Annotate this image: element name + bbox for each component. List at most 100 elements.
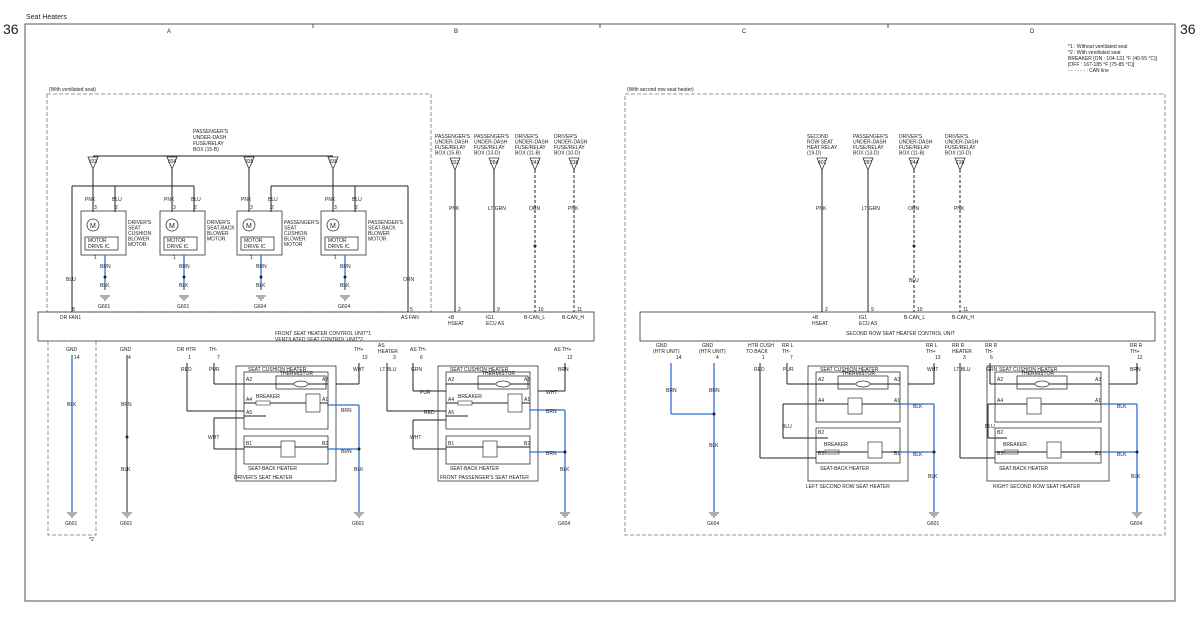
unit-pin-label: +B (812, 315, 819, 321)
unit-pin-label: +B (448, 315, 455, 321)
svg-text:RR R: RR R (952, 343, 965, 349)
ground-label: G604 (558, 521, 570, 527)
label: 3 (250, 205, 253, 211)
label: B2 (997, 430, 1003, 436)
unit-pin-label: B-CAN_H (952, 315, 974, 321)
blower-motor-name: BLOWER (368, 231, 390, 237)
svg-text:(HTR UNIT): (HTR UNIT) (699, 349, 726, 355)
svg-text:GND: GND (66, 347, 78, 353)
label: 2 (194, 205, 197, 211)
heating-element (847, 397, 863, 415)
svg-text:RR L: RR L (782, 343, 794, 349)
label: BRN (100, 264, 111, 270)
front-seat-heater-control-unit (37, 311, 595, 342)
seat-cushion-heater (994, 371, 1102, 423)
fuse-box-label: DRIVER'S (515, 134, 539, 140)
label: BLK (1117, 404, 1127, 410)
svg-text:BRN: BRN (121, 402, 132, 408)
label: A1 (524, 397, 530, 403)
thermistor-label: THERMISTOR (842, 371, 875, 377)
label: DRIVE IC (167, 244, 189, 250)
unit-pin-label: ECU AS (859, 321, 878, 327)
fuse-box-label: UNDER-DASH (515, 140, 549, 146)
unit-pin-label: HSEAT (448, 321, 464, 327)
svg-text:3: 3 (393, 355, 396, 361)
grid-d: D (1030, 29, 1035, 35)
legend-line-1: *1 : Without ventilated seat (1068, 44, 1128, 50)
label: 2 (355, 205, 358, 211)
breaker-label: BREAKER (1003, 442, 1027, 448)
legend: *1 : Without ventilated seat *2 : With v… (1068, 44, 1158, 74)
heating-element (507, 393, 523, 413)
unit-pin-label: DR FAN1 (60, 315, 81, 321)
fuse-number: 238 (570, 160, 579, 166)
label: BLK (913, 452, 923, 458)
thermistor-label: THERMISTOR (482, 371, 515, 377)
fuse-box-label: DRIVER'S (945, 134, 969, 140)
seat-back-heater (445, 435, 531, 465)
svg-text:HEATER: HEATER (378, 349, 398, 355)
heater-label: SEAT CUSHION HEATER (248, 367, 307, 373)
thermistor-icon (1034, 380, 1050, 388)
fuse-symbol (816, 157, 828, 172)
svg-text:12: 12 (567, 355, 573, 361)
blower-motor-name: BLOWER (128, 237, 150, 243)
fuse-symbol (862, 157, 874, 172)
splice (357, 447, 361, 451)
star2-note: *2 (89, 537, 94, 543)
heater-assembly (437, 365, 539, 482)
fuse-number: 243 (531, 160, 540, 166)
heater-assembly (235, 365, 337, 482)
svg-text:5: 5 (410, 307, 413, 313)
motor-icon (165, 218, 179, 232)
fuse-box-label: SECOND (807, 134, 829, 140)
svg-text:6: 6 (990, 355, 993, 361)
label: BRN (1130, 367, 1141, 373)
label: MOTOR (244, 238, 263, 244)
heater-title: RIGHT SECOND ROW SEAT HEATER (993, 484, 1081, 490)
second-row-bottom-labels: GND (HTR UNIT) GND (HTR UNIT) HTR CUSH T… (653, 343, 1143, 361)
label: 10 (538, 307, 544, 313)
thermistor-label: THERMISTOR (280, 371, 313, 377)
seat-back-heater (243, 435, 329, 465)
label: 1 (173, 255, 176, 261)
ground-symbol (354, 512, 364, 518)
fuse-box-label: UNDER-DASH (474, 140, 508, 146)
label: LT BLU (380, 367, 397, 373)
svg-text:3: 3 (963, 355, 966, 361)
heater-label: SEAT-BACK HEATER (820, 466, 869, 472)
label: PNK (568, 206, 579, 212)
fuse-symbol (488, 157, 500, 172)
label: DRIVE IC (244, 244, 266, 250)
breaker-icon (255, 400, 271, 406)
fuse-number: 333 (89, 159, 98, 165)
label: A2 (246, 377, 252, 383)
label: A5 (448, 410, 454, 416)
ventilated-only-ground-region (47, 340, 97, 536)
label: B3 (818, 451, 824, 457)
second-row-seat-heater-region (624, 93, 1166, 536)
label: A4 (246, 397, 252, 403)
blower-motor-name: CUSHION (128, 231, 151, 237)
fuse-box-label: BOX (15-B) (435, 151, 461, 157)
second-row-label: (With second row seat heater) (627, 87, 694, 93)
label: WHT (410, 435, 421, 441)
heating-element (1026, 397, 1042, 415)
label: PNK (816, 206, 827, 212)
label: B3 (997, 451, 1003, 457)
svg-text:BOX (15-B): BOX (15-B) (193, 147, 219, 153)
motor-drive-ic-box (159, 210, 206, 256)
ground-label: G601 (120, 521, 132, 527)
label: LT GRN (862, 206, 880, 212)
motor-drive-ic-box (80, 210, 127, 256)
label: BRN (341, 408, 352, 414)
label: A1 (894, 398, 900, 404)
